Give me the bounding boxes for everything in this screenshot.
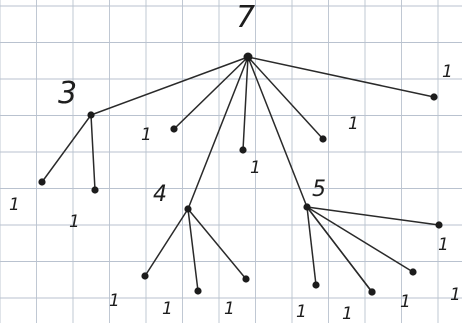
node-label-c3: 1 [224, 299, 235, 319]
edge-root-g [247, 56, 435, 98]
node-label-e: 5 [312, 177, 326, 202]
node-c3 [242, 275, 250, 283]
edge-e-e4 [306, 206, 373, 293]
node-label-d: 1 [250, 158, 261, 178]
label-layer: 7 3 1 1 1 4 1 1 1 1 5 1 1 1 1 1 1 1 [9, 0, 461, 323]
node-label-c2: 1 [162, 299, 173, 319]
node-e3 [435, 221, 443, 229]
node-g [430, 93, 438, 101]
node-c1 [141, 272, 149, 280]
edge-root-b [173, 56, 249, 130]
node-label-a1: 1 [9, 195, 20, 215]
node-b [170, 125, 178, 133]
edge-c-c1 [144, 208, 189, 277]
node-label-e1: 1 [296, 302, 307, 322]
edge-c-c3 [187, 208, 247, 280]
edge-e-e5 [306, 206, 414, 273]
node-label-root: 7 [236, 0, 255, 35]
edge-root-d [242, 56, 249, 151]
node-c [184, 205, 192, 213]
node-root [243, 52, 253, 62]
node-label-c1: 1 [109, 291, 120, 311]
node-label-a: 3 [58, 76, 77, 111]
node-label-a2: 1 [69, 212, 80, 232]
edge-e-e1 [306, 206, 317, 286]
node-label-b: 1 [141, 125, 152, 145]
node-e5 [409, 268, 417, 276]
node-a [87, 111, 95, 119]
node-a1 [38, 178, 46, 186]
node-e1 [312, 281, 320, 289]
edge-root-c [187, 56, 249, 210]
edge-layer [41, 56, 440, 293]
edge-a-a1 [41, 114, 92, 183]
node-e4 [368, 288, 376, 296]
node-d [239, 146, 247, 154]
node-label-e2: 1 [342, 304, 353, 323]
edge-root-a [90, 56, 249, 116]
edge-root-e [247, 56, 308, 208]
edge-e-e3 [306, 206, 440, 226]
edge-a-a2 [90, 114, 96, 191]
node-layer [38, 52, 443, 296]
node-label-g: 1 [442, 62, 453, 82]
node-label-f: 1 [348, 114, 359, 134]
node-label-e5: 1 [450, 285, 461, 305]
edge-root-f [247, 56, 324, 140]
node-f [319, 135, 327, 143]
node-e [303, 203, 311, 211]
node-c2 [194, 287, 202, 295]
node-label-e4: 1 [400, 292, 411, 312]
node-label-c: 4 [153, 182, 167, 207]
node-label-e3: 1 [438, 235, 449, 255]
edge-c-c2 [187, 208, 199, 292]
node-a2 [91, 186, 99, 194]
